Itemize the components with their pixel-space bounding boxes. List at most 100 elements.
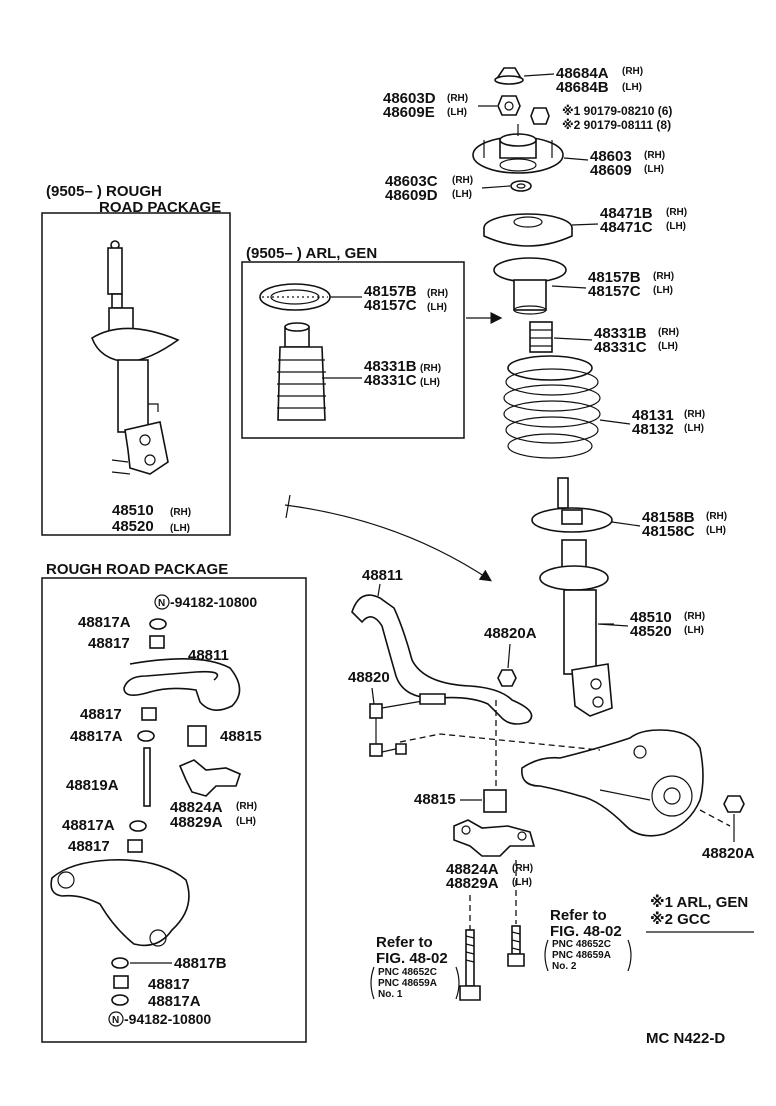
- label-48131: 48131: [632, 407, 674, 424]
- mount-nut-icon: [530, 107, 550, 125]
- n-symbol-top: N: [158, 598, 165, 609]
- label-48158b-side: (RH): [706, 511, 727, 522]
- ref1-line2: FIG. 48-02: [376, 950, 448, 967]
- rough-n2: -94182-10800: [124, 1011, 211, 1027]
- bushing-l5-icon: [137, 730, 155, 742]
- ref2-pnc1: PNC 48652C: [552, 939, 611, 950]
- nut-48820a-icon: [497, 669, 517, 687]
- label-48132-side: (LH): [684, 423, 704, 434]
- label-48820a-right: 48820A: [702, 845, 755, 862]
- rough-l9: 48829A: [170, 814, 223, 831]
- strut-mount-icon: [472, 124, 564, 174]
- ref1-no: No. 1: [378, 989, 403, 1000]
- label-48824a-side: (RH): [512, 863, 533, 874]
- label-48331b-side: (RH): [658, 327, 679, 338]
- stabilizer-group: 48811 48820 48820A 48815 48824A: [348, 567, 755, 1001]
- bushing-l13-icon: [113, 975, 129, 989]
- rough-stab-bar-icon: [123, 658, 241, 711]
- rough-l8-side: (RH): [236, 801, 257, 812]
- rough-l4: 48817: [80, 706, 122, 723]
- rough-l5: 48817A: [70, 728, 123, 745]
- label-48603-side: (RH): [644, 150, 665, 161]
- label-48609e-side: (LH): [447, 107, 467, 118]
- label-48820a-top: 48820A: [484, 625, 537, 642]
- lower-arm-icon: [50, 859, 190, 947]
- rough-part-48510: 48510: [112, 502, 154, 519]
- label-48824a: 48824A: [446, 861, 499, 878]
- note-2: ※2 GCC: [650, 910, 711, 928]
- legend-notes: ※1 ARL, GEN ※2 GCC: [646, 893, 754, 933]
- bushing-l12-icon: [111, 957, 129, 969]
- rough-l11: 48817: [68, 838, 110, 855]
- label-48158b: 48158B: [642, 509, 695, 526]
- arl-gen-box: [241, 261, 465, 439]
- bushing-icon: [483, 789, 507, 813]
- rough-box-title-line1: (9505– ) ROUGH: [46, 183, 162, 200]
- label-48609d-side: (LH): [452, 189, 472, 200]
- rough-l9-side: (LH): [236, 816, 256, 827]
- nut-48820a-right-icon: [723, 795, 745, 813]
- ref2-pnc2: PNC 48659A: [552, 950, 611, 961]
- label-48471b-side: (RH): [666, 207, 687, 218]
- label-48331c-side: (LH): [658, 341, 678, 352]
- label-48131-side: (RH): [684, 409, 705, 420]
- label-48157c: 48157C: [588, 283, 641, 300]
- dash-line-4: [399, 733, 601, 751]
- dust-cap-icon: [494, 67, 524, 85]
- label-48157b-side: (RH): [653, 271, 674, 282]
- label-48829a-side: (LH): [512, 877, 532, 888]
- lower-seat-icon: [531, 477, 613, 533]
- bushing-l1-icon: [149, 618, 167, 630]
- rough-part-48520: 48520: [112, 518, 154, 535]
- rough-strut-icon: [91, 240, 180, 475]
- rough-road-strut-group: (9505– ) ROUGH ROAD PACKAGE 48510 (RH) 4…: [41, 183, 231, 536]
- label-90179-08210: ※1 90179-08210 (6): [562, 104, 672, 118]
- dash-line-5: [699, 809, 731, 827]
- bushing-l14-icon: [111, 994, 129, 1006]
- arl-gen-group: (9505– ) ARL, GEN 48157B (RH) 48157C (LH…: [241, 245, 465, 439]
- bushing-l2-icon: [149, 635, 165, 649]
- rough-l2: 48817: [88, 635, 130, 652]
- ref2-line2: FIG. 48-02: [550, 923, 622, 940]
- bump-boot-icon: [277, 322, 326, 421]
- reference-1: Refer to FIG. 48-02 PNC 48652C PNC 48659…: [370, 934, 460, 1000]
- steering-knuckle-icon: [521, 729, 704, 837]
- bushing-l10-icon: [129, 820, 147, 832]
- label-48603d: 48603D: [383, 90, 436, 107]
- label-48829a: 48829A: [446, 875, 499, 892]
- rough-l10: 48817A: [62, 817, 115, 834]
- ref2-line1: Refer to: [550, 907, 607, 924]
- boot-seat-icon: [493, 257, 567, 315]
- washer-icon: [510, 180, 532, 192]
- arl-p3-side: (RH): [420, 363, 441, 374]
- rough-road-box: [41, 212, 231, 536]
- rough-part-48520-side: (LH): [170, 523, 190, 534]
- label-48157b: 48157B: [588, 269, 641, 286]
- label-48471c: 48471C: [600, 219, 653, 236]
- label-48603: 48603: [590, 148, 632, 165]
- ref1-pnc1: PNC 48652C: [378, 967, 437, 978]
- n-circle-icon-top: [154, 594, 170, 610]
- label-48609: 48609: [590, 162, 632, 179]
- arl-p2: 48157C: [364, 297, 417, 314]
- ref1-pnc2: PNC 48659A: [378, 978, 437, 989]
- bushing-48815-icon: [187, 725, 207, 747]
- label-48609d: 48609D: [385, 187, 438, 204]
- link-rod-icon: [369, 693, 446, 757]
- label-48471b: 48471B: [600, 205, 653, 222]
- label-48510-side: (RH): [684, 611, 705, 622]
- label-48609e: 48609E: [383, 104, 435, 121]
- bracket-icon: [453, 819, 536, 857]
- rough-part-48510-side: (RH): [170, 507, 191, 518]
- label-48815: 48815: [414, 791, 456, 808]
- rough-l12: 48817B: [174, 955, 227, 972]
- rough-arrow-tail: [285, 494, 291, 519]
- label-48811: 48811: [362, 567, 403, 584]
- rough-l14: 48817A: [148, 993, 201, 1010]
- bushing-l11-icon: [127, 839, 143, 853]
- long-bolt-icon: [459, 929, 481, 1001]
- label-48331b: 48331B: [594, 325, 647, 342]
- label-48520-side: (LH): [684, 625, 704, 636]
- n-symbol-bottom: N: [112, 1015, 119, 1026]
